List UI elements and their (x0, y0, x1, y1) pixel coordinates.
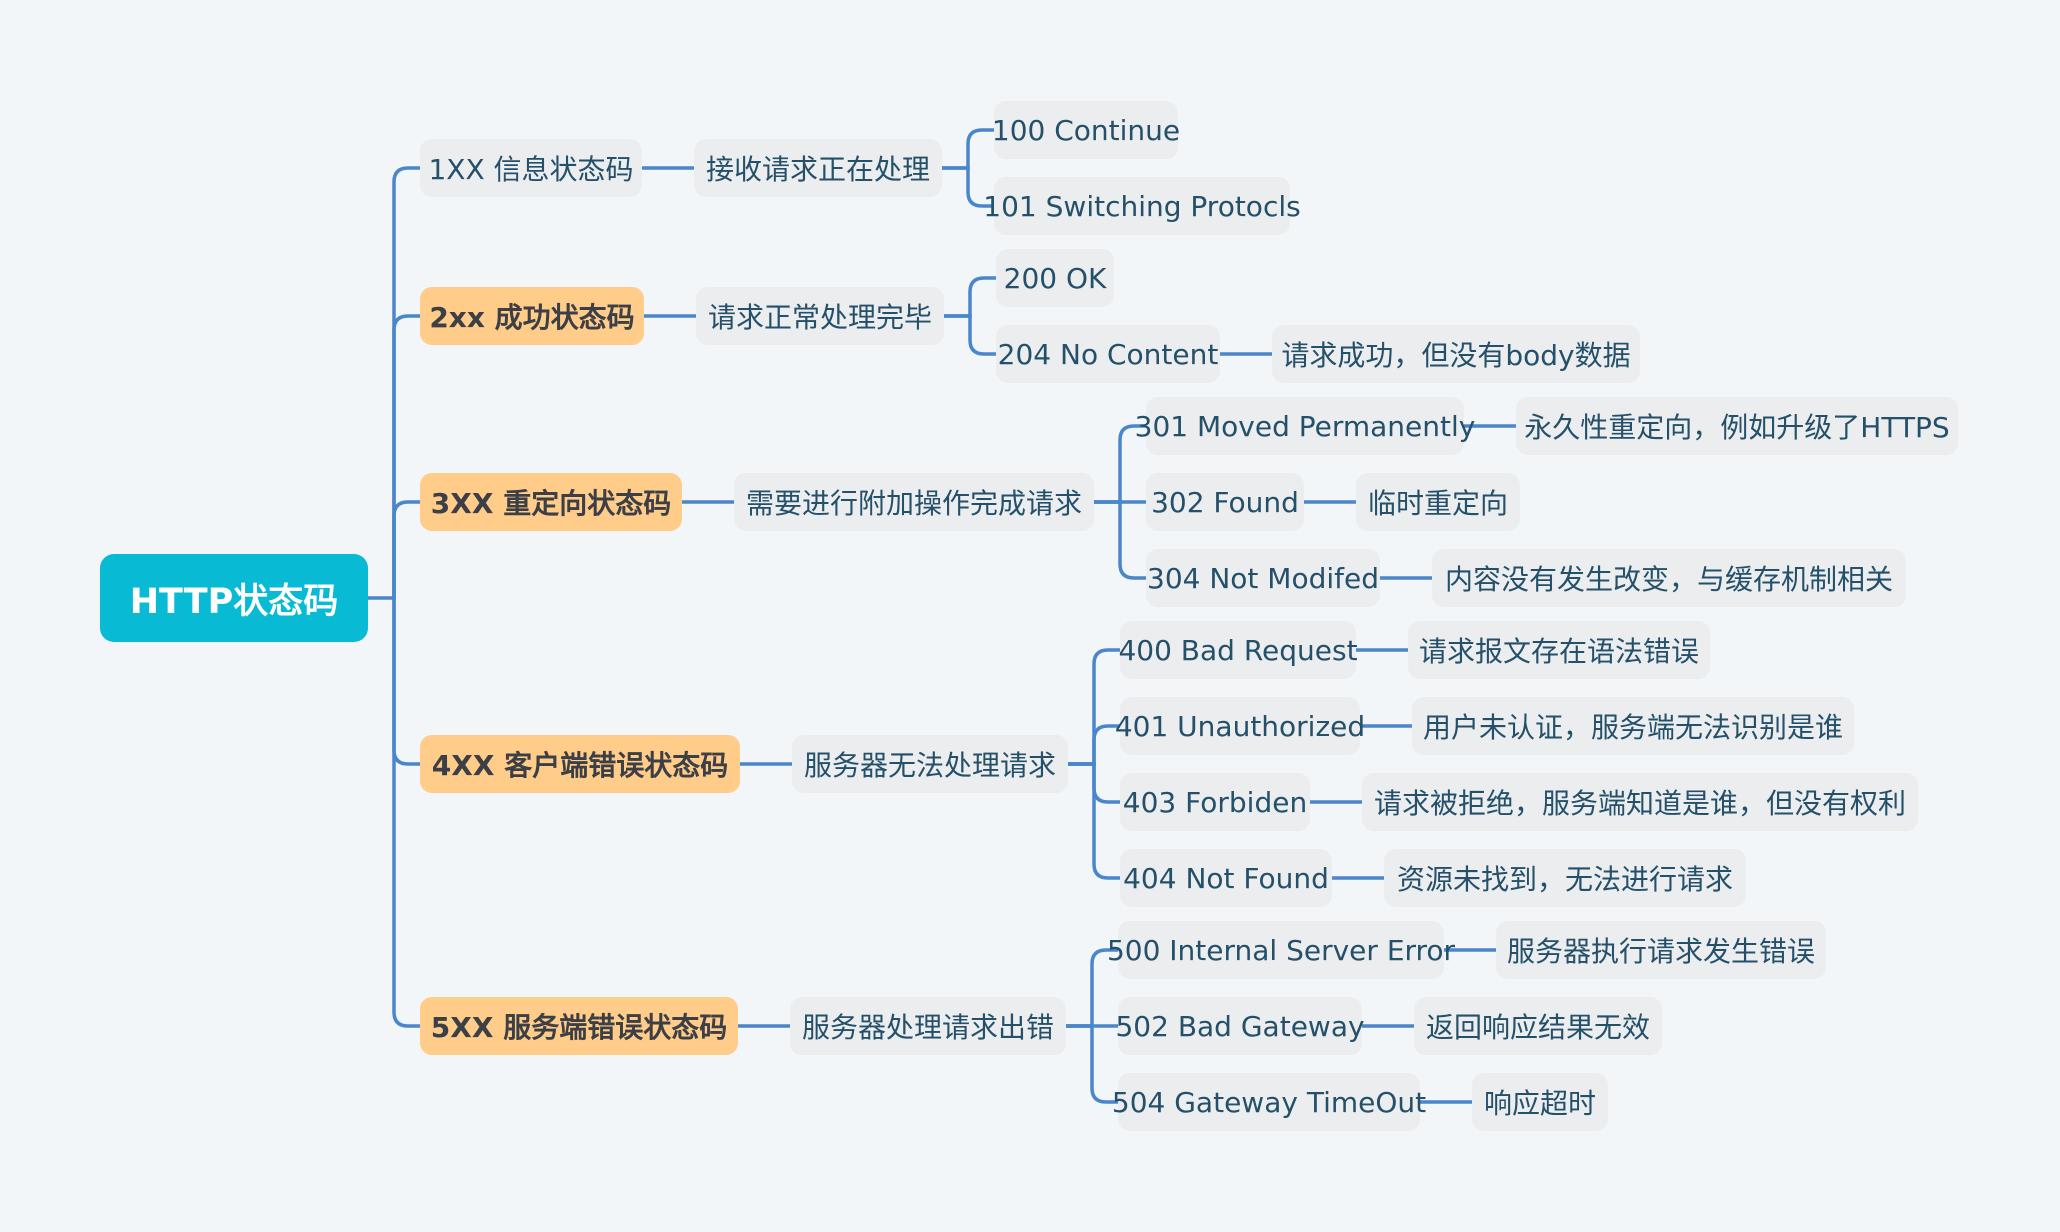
line-code-200 (942, 276, 998, 318)
code-101[interactable]: 101 Switching Protocls (983, 177, 1301, 235)
line-code-404 (1066, 762, 1122, 880)
root-to-branch-4xx (392, 596, 422, 766)
line-code-101 (940, 166, 996, 208)
summary-5xx[interactable]: 服务器处理请求出错 (790, 997, 1066, 1055)
note-302[interactable]: 临时重定向 (1356, 473, 1520, 531)
root-to-branch-1xx (392, 166, 422, 600)
note-301[interactable]: 永久性重定向，例如升级了HTTPS (1516, 397, 1958, 455)
note-204[interactable]: 请求成功，但没有body数据 (1272, 325, 1640, 383)
line-code-304 (1092, 500, 1148, 580)
branch-4xx[interactable]: 4XX 客户端错误状态码 (420, 735, 740, 793)
code-100[interactable]: 100 Continue (992, 101, 1180, 159)
branch-2xx[interactable]: 2xx 成功状态码 (420, 287, 644, 345)
root-to-branch-2xx (392, 314, 422, 600)
branch-3xx[interactable]: 3XX 重定向状态码 (420, 473, 682, 531)
code-403[interactable]: 403 Forbiden (1120, 773, 1310, 831)
summary-2xx[interactable]: 请求正常处理完毕 (696, 287, 944, 345)
summary-3xx[interactable]: 需要进行附加操作完成请求 (734, 473, 1094, 531)
root-node[interactable]: HTTP状态码 (100, 554, 368, 642)
code-404[interactable]: 404 Not Found (1120, 849, 1332, 907)
line-code-401 (1066, 724, 1122, 766)
note-500[interactable]: 服务器执行请求发生错误 (1496, 921, 1826, 979)
note-401[interactable]: 用户未认证，服务端无法识别是谁 (1412, 697, 1854, 755)
code-401[interactable]: 401 Unauthorized (1115, 697, 1365, 755)
line-code-100 (940, 128, 996, 170)
code-500[interactable]: 500 Internal Server Error (1107, 921, 1455, 979)
code-302[interactable]: 302 Found (1146, 473, 1304, 531)
note-504[interactable]: 响应超时 (1472, 1073, 1608, 1131)
note-403[interactable]: 请求被拒绝，服务端知道是谁，但没有权利 (1362, 773, 1918, 831)
code-400[interactable]: 400 Bad Request (1118, 621, 1358, 679)
code-304[interactable]: 304 Not Modifed (1146, 549, 1380, 607)
line-code-204 (942, 314, 998, 356)
line-code-301 (1092, 424, 1148, 504)
root-to-branch-5xx (392, 596, 422, 1028)
note-404[interactable]: 资源未找到，无法进行请求 (1384, 849, 1746, 907)
code-204[interactable]: 204 No Content (996, 325, 1220, 383)
summary-1xx[interactable]: 接收请求正在处理 (694, 139, 942, 197)
line-code-500 (1064, 948, 1120, 1028)
note-400[interactable]: 请求报文存在语法错误 (1408, 621, 1710, 679)
root-to-branch-3xx (392, 500, 422, 600)
branch-1xx[interactable]: 1XX 信息状态码 (420, 139, 642, 197)
code-504[interactable]: 504 Gateway TimeOut (1112, 1073, 1426, 1131)
line-code-400 (1066, 648, 1122, 766)
summary-4xx[interactable]: 服务器无法处理请求 (792, 735, 1068, 793)
note-502[interactable]: 返回响应结果无效 (1414, 997, 1662, 1055)
code-301[interactable]: 301 Moved Permanently (1135, 397, 1475, 455)
line-code-504 (1064, 1024, 1120, 1104)
code-502[interactable]: 502 Bad Gateway (1115, 997, 1365, 1055)
note-304[interactable]: 内容没有发生改变，与缓存机制相关 (1432, 549, 1906, 607)
branch-5xx[interactable]: 5XX 服务端错误状态码 (420, 997, 738, 1055)
code-200[interactable]: 200 OK (996, 249, 1114, 307)
